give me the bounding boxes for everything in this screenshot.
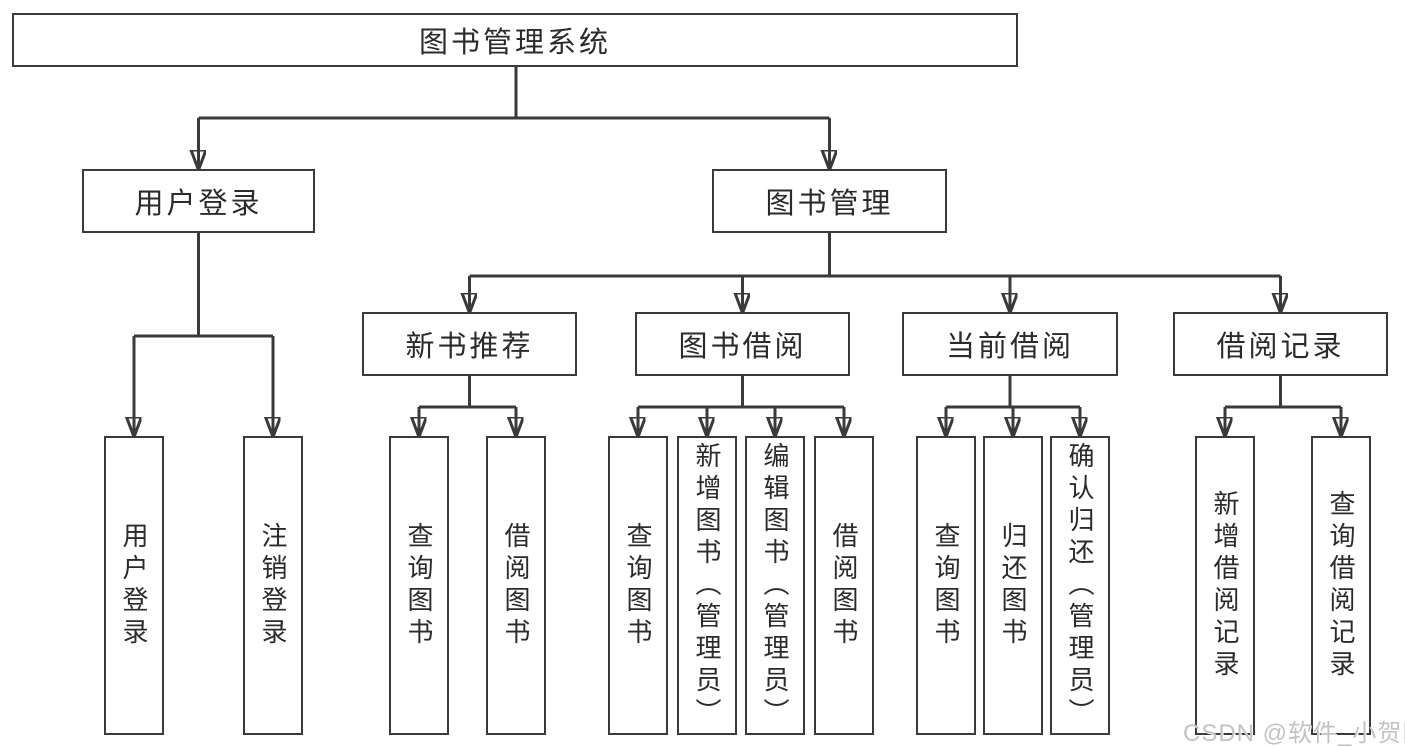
node-new-book-recommendation: 新书推荐	[362, 312, 577, 376]
leaf-return-books: 归还图书	[983, 436, 1043, 735]
node-library-management-system: 图书管理系统	[12, 13, 1018, 67]
node-current-borrowing: 当前借阅	[902, 312, 1118, 376]
leaf-query-books-current: 查询图书	[916, 436, 976, 735]
leaf-user-login: 用户登录	[104, 436, 164, 735]
csdn-watermark: CSDN @软件_小贺同学	[1183, 720, 1405, 747]
leaf-borrow-books: 借阅图书	[814, 436, 874, 735]
leaf-query-borrow-record: 查询借阅记录	[1311, 436, 1371, 735]
node-book-management: 图书管理	[712, 169, 947, 233]
leaf-add-borrow-record: 新增借阅记录	[1195, 436, 1255, 735]
leaf-logout: 注销登录	[243, 436, 303, 735]
node-book-borrowing: 图书借阅	[635, 312, 850, 376]
leaf-query-books-borrowing: 查询图书	[608, 436, 668, 735]
leaf-confirm-return-admin: 确认归还（管理员）	[1050, 436, 1110, 735]
leaf-edit-book-admin: 编辑图书（管理员）	[745, 436, 805, 735]
leaf-borrow-books-recommend: 借阅图书	[486, 436, 546, 735]
leaf-add-book-admin: 新增图书（管理员）	[677, 436, 737, 735]
node-borrowing-records: 借阅记录	[1173, 312, 1388, 376]
leaf-query-books-recommend: 查询图书	[389, 436, 449, 735]
node-user-login: 用户登录	[82, 169, 315, 233]
